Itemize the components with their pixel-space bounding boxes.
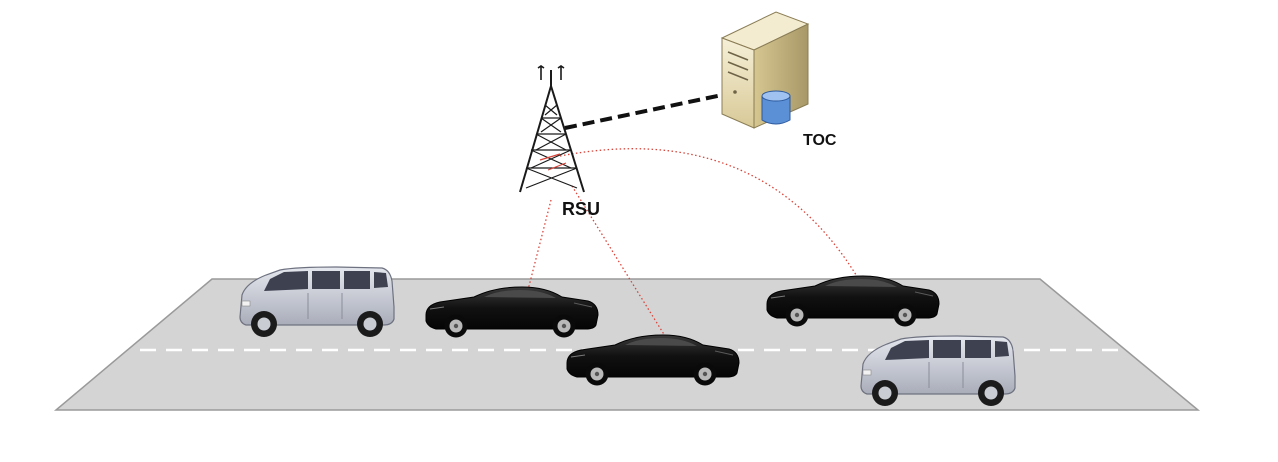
- radio-links: [527, 148, 859, 337]
- toc-label: TOC: [803, 132, 837, 149]
- radio-link-to-car-3: [559, 148, 859, 279]
- backhaul-link: [564, 93, 723, 130]
- radio-tower-icon: [519, 65, 585, 193]
- radio-link-to-car-2: [571, 185, 666, 337]
- database-icon: [761, 90, 791, 125]
- rsu-label: RSU: [562, 199, 601, 219]
- radio-link-to-car-1: [527, 199, 552, 291]
